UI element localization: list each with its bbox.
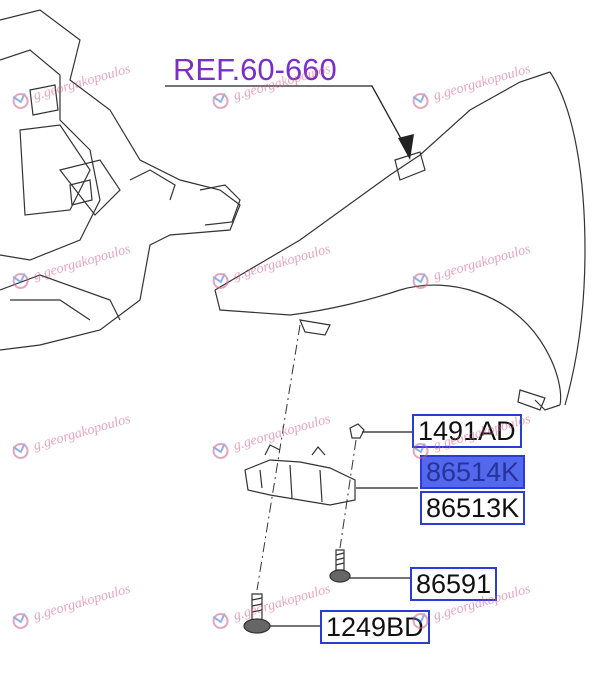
- watermark: g.georgakopoulos: [208, 241, 333, 293]
- watermark-logo-icon: [412, 272, 429, 289]
- alignment-lines: [256, 324, 357, 591]
- part-label-86514k[interactable]: 86514K: [420, 455, 526, 489]
- watermark-logo-icon: [12, 272, 29, 289]
- watermark-logo-icon: [12, 442, 29, 459]
- watermark: g.georgakopoulos: [8, 411, 133, 463]
- reference-label: REF.60-660: [173, 52, 337, 87]
- fender-drawing: [214, 71, 586, 411]
- bolt-1249bd-drawing: [243, 593, 271, 634]
- watermark-logo-icon: [412, 612, 429, 629]
- part-label-86513k[interactable]: 86513K: [420, 491, 526, 525]
- watermark: g.georgakopoulos: [408, 581, 533, 633]
- watermark: g.georgakopoulos: [8, 581, 133, 633]
- watermark-logo-icon: [12, 612, 29, 629]
- watermark-logo-icon: [12, 92, 29, 109]
- watermark-logo-icon: [212, 92, 229, 109]
- part-label-1491ad[interactable]: 1491AD: [412, 414, 522, 448]
- watermark-logo-icon: [212, 612, 229, 629]
- watermark-logo-icon: [412, 92, 429, 109]
- watermark: g.georgakopoulos: [408, 241, 533, 293]
- watermark-logo-icon: [212, 272, 229, 289]
- reference-arrowhead: [398, 134, 414, 160]
- watermark: g.georgakopoulos: [408, 61, 533, 113]
- watermark: g.georgakopoulos: [208, 61, 333, 113]
- watermark: g.georgakopoulos: [8, 61, 133, 113]
- clip-drawing: [349, 423, 365, 439]
- watermark: g.georgakopoulos: [8, 241, 133, 293]
- watermark: g.georgakopoulos: [208, 581, 333, 633]
- watermark: g.georgakopoulos: [408, 411, 533, 463]
- watermark-logo-icon: [412, 442, 429, 459]
- part-label-86591[interactable]: 86591: [410, 567, 498, 601]
- screw-86591-drawing: [329, 549, 351, 583]
- watermark-logo-icon: [212, 442, 229, 459]
- bracket-drawing: [244, 444, 356, 506]
- leader-lines: [165, 85, 418, 627]
- part-label-1249bd[interactable]: 1249BD: [320, 610, 430, 644]
- watermark: g.georgakopoulos: [208, 411, 333, 463]
